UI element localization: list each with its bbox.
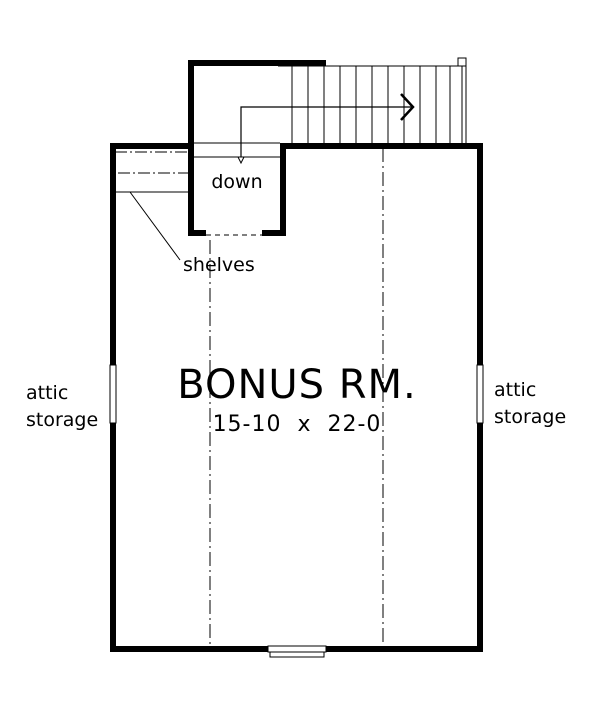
bottom-window	[267, 645, 327, 658]
walls	[110, 60, 483, 652]
label-attic-right-2: storage	[494, 406, 566, 428]
attic-door-right	[476, 364, 484, 424]
closet-shelves	[115, 151, 193, 261]
label-attic-left-1: attic	[26, 382, 68, 404]
room-dimensions: 15-10 x 22-0	[213, 412, 382, 437]
landing-lines	[193, 142, 280, 158]
label-attic-left-2: storage	[26, 409, 98, 431]
label-shelves: shelves	[183, 254, 255, 276]
room-name: BONUS RM.	[177, 362, 417, 408]
ceiling-lines	[206, 148, 384, 644]
staircase	[278, 57, 467, 143]
attic-door-left	[109, 364, 117, 424]
stair-direction-arrow	[237, 93, 415, 165]
label-attic-right-1: attic	[494, 379, 536, 401]
label-down: down	[211, 171, 262, 193]
